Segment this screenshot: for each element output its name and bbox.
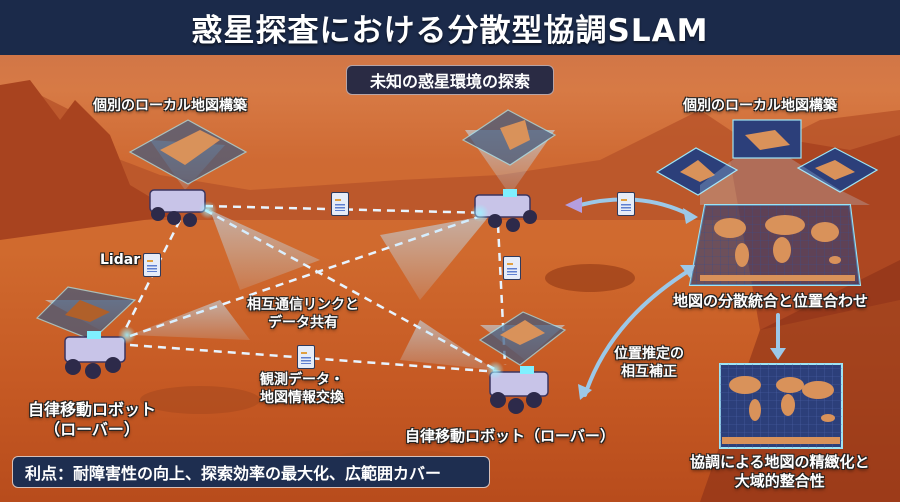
benefits-banner: 利点：耐障害性の向上、探索効率の最大化、広範囲カバー (12, 456, 490, 488)
rover-left-label: 自律移動ロボット （ローバー） (28, 400, 157, 439)
local-map-label-right: 個別のローカル地図構築 (683, 98, 837, 114)
lidar-label: Lidar (100, 252, 141, 268)
document-icon (503, 256, 521, 280)
title-bar: 惑星探査における分散型協調SLAM (0, 0, 900, 55)
document-icon (297, 345, 315, 369)
document-icon (143, 253, 161, 277)
document-icon (617, 192, 635, 216)
map-refine-label: 協調による地図の精緻化と 大域的整合性 (690, 453, 870, 490)
map-merge-label: 地図の分散統合と位置合わせ (673, 292, 869, 310)
comm-link-label: 相互通信リンクと データ共有 (247, 297, 359, 331)
observation-exchange-label: 観測データ・ 地図情報交換 (260, 372, 344, 406)
rover-bottom-label: 自律移動ロボット（ローバー） (405, 427, 615, 445)
rover-icon (64, 189, 549, 414)
local-map-grid-icon (35, 109, 567, 366)
local-map-label-left: 個別のローカル地図構築 (93, 98, 247, 114)
document-icon (331, 192, 349, 216)
subtitle-badge: 未知の惑星環境の探索 (346, 65, 554, 95)
pose-correction-label: 位置推定の 相互補正 (614, 346, 684, 380)
page-title: 惑星探査における分散型協調SLAM (191, 13, 709, 49)
